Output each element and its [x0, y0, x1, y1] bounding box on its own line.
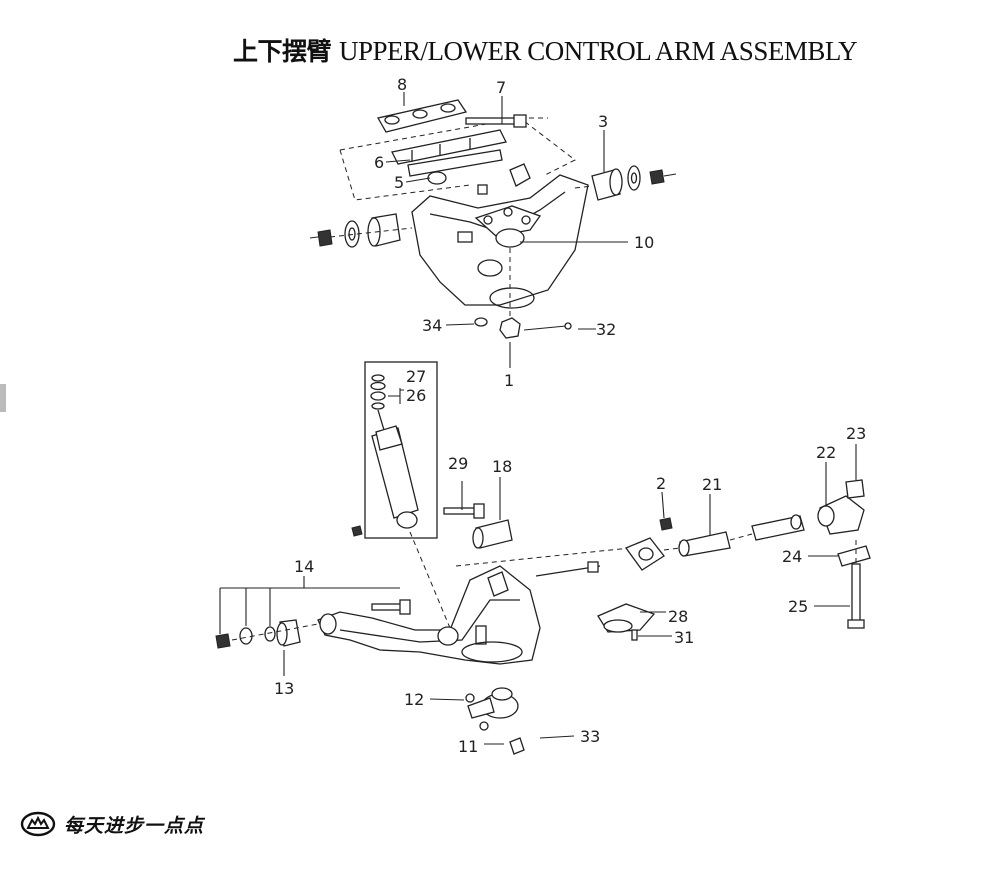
shock-absorber-group: [351, 361, 451, 629]
small-bolt: [477, 184, 488, 195]
callout-26: 26: [406, 386, 426, 405]
bump-stop-group: [597, 603, 672, 641]
shim-plate: [391, 129, 507, 177]
callout-1: 1: [504, 371, 514, 390]
cotter-pin-32: [523, 325, 567, 331]
callout-33: 33: [580, 727, 600, 746]
callout-28: 28: [668, 607, 688, 626]
lower-control-arm-group: [215, 477, 631, 755]
callout-29: 29: [448, 454, 468, 473]
callout-8: 8: [397, 75, 407, 94]
upper-control-arm-group: [309, 92, 677, 368]
washer-5: [427, 171, 447, 185]
page-edge-marker: [0, 384, 6, 412]
left-bushing-stack: [309, 213, 413, 248]
callout-7: 7: [496, 78, 506, 97]
left-hardware-stack: [215, 599, 411, 649]
exploded-parts-diagram: 8 7 3 6 5 10 34 32 1 27 26 29 18 2 21 22…: [215, 75, 871, 756]
nut-small: [509, 163, 531, 187]
upper-ball-joint: [474, 205, 542, 248]
callout-13: 13: [274, 679, 294, 698]
footer: 每天进步一点点: [20, 810, 204, 838]
callout-34: 34: [422, 316, 442, 335]
callout-31: 31: [674, 628, 694, 647]
title-english: UPPER/LOWER CONTROL ARM ASSEMBLY: [339, 36, 858, 66]
bolt-29: [443, 503, 485, 519]
callout-21: 21: [702, 475, 722, 494]
callout-23: 23: [846, 424, 866, 443]
callout-11: 11: [458, 737, 478, 756]
callout-6: 6: [374, 153, 384, 172]
footer-slogan: 每天进步一点点: [64, 814, 205, 837]
bushing-18: [472, 519, 513, 549]
callout-18: 18: [492, 457, 512, 476]
upper-bolt: [465, 114, 527, 128]
washer-34: [474, 317, 488, 327]
strut-rod-group: [624, 444, 871, 629]
title-chinese: 上下摆臂: [233, 37, 332, 66]
callout-25: 25: [788, 597, 808, 616]
right-bushing-stack: [574, 165, 677, 201]
lower-ball-joint: [465, 687, 575, 755]
callout-2: 2: [656, 474, 666, 493]
lower-arm-body: [317, 565, 541, 665]
callout-27: 27: [406, 367, 426, 386]
callout-10: 10: [634, 233, 654, 252]
reinforcement-plate: [376, 99, 468, 133]
callout-12: 12: [404, 690, 424, 709]
great-wall-logo-icon: [20, 811, 56, 837]
castle-nut-1: [499, 317, 521, 339]
callout-24: 24: [782, 547, 802, 566]
callout-32: 32: [596, 320, 616, 339]
callout-5: 5: [394, 173, 404, 192]
callout-22: 22: [816, 443, 836, 462]
callout-3: 3: [598, 112, 608, 131]
callout-14: 14: [294, 557, 314, 576]
